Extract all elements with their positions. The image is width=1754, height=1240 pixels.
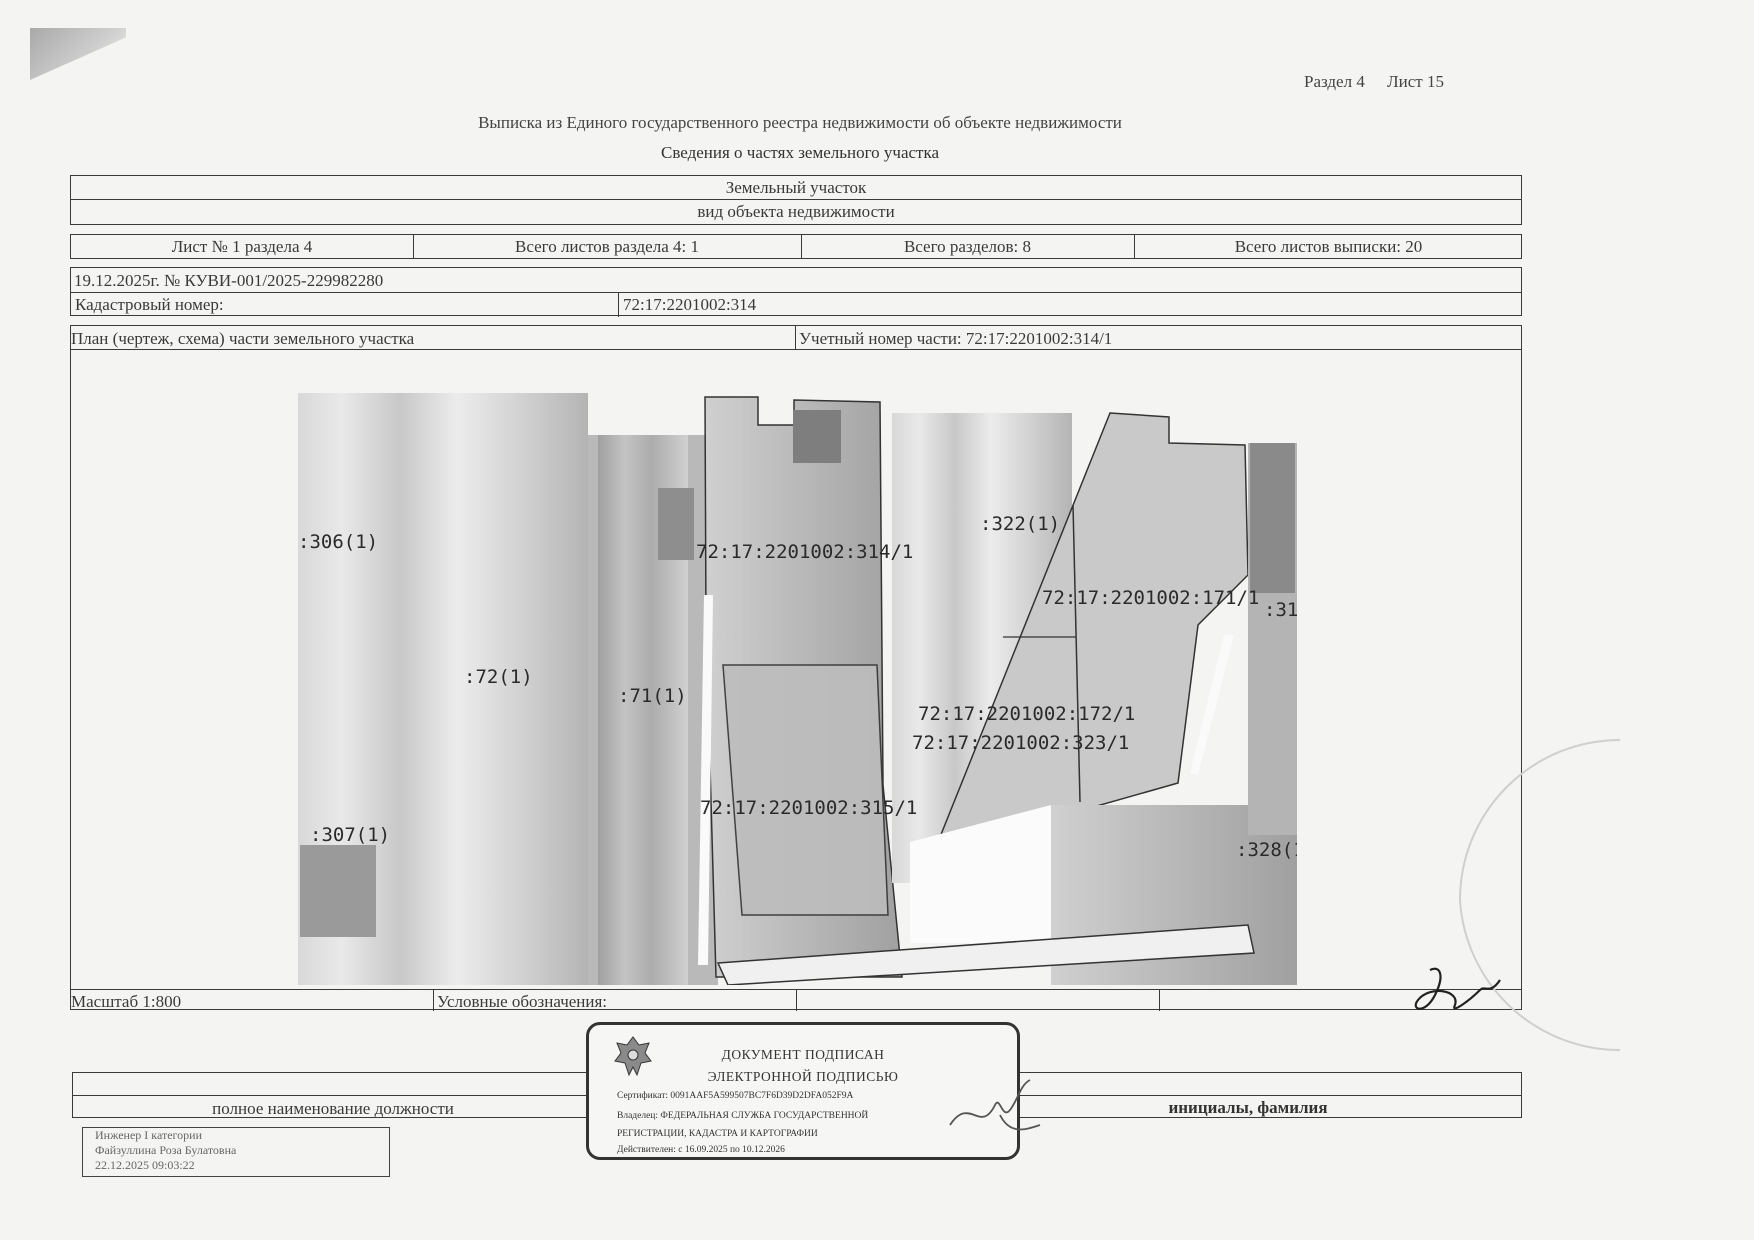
- map-label: :72(1): [464, 666, 533, 688]
- map-label: :306(1): [298, 531, 379, 553]
- section-sheet-header: Раздел 4 Лист 15: [1304, 72, 1444, 92]
- map-building: [658, 488, 694, 560]
- map-building: [1250, 443, 1295, 593]
- scan-smudge: [30, 28, 126, 80]
- faded-seal-trace: [1458, 739, 1621, 1052]
- map-gap: [698, 595, 713, 965]
- map-label: 72:17:2201002:323/1: [912, 732, 1130, 754]
- map-label: :31: [1264, 599, 1297, 621]
- plan-label: План (чертеж, схема) части земельного уч…: [71, 329, 415, 348]
- signer-name: Файзуллина Роза Булатовна: [95, 1143, 237, 1157]
- total-sections: Всего разделов: 8: [903, 237, 1032, 256]
- document-info-box: 19.12.2025г. № КУВИ-001/2025-229982280 К…: [70, 267, 1522, 317]
- document-subtitle: Сведения о частях земельного участка: [660, 143, 940, 162]
- sheet-of-section: Лист № 1 раздела 4: [171, 237, 313, 256]
- part-number: Учетный номер части: 72:17:2201002:314/1: [799, 329, 1113, 348]
- map-label: 72:17:2201002:172/1: [918, 703, 1136, 725]
- total-section-sheets: Всего листов раздела 4: 1: [515, 237, 699, 256]
- scale-label: Масштаб 1:800: [71, 992, 182, 1011]
- sheet-label: Лист 15: [1387, 72, 1444, 91]
- handwritten-initials: [1414, 967, 1501, 1010]
- map-gap: [1190, 635, 1234, 775]
- object-type-box: Земельный участок вид объекта недвижимос…: [70, 175, 1522, 225]
- cadastral-map: :306(1) 72:17:2201002:314/1 :322(1) 72:1…: [298, 365, 1297, 985]
- map-label: :71(1): [618, 685, 687, 707]
- map-label: :307(1): [310, 824, 391, 846]
- signer-datetime: 22.12.2025 09:03:22: [95, 1158, 195, 1172]
- stamp-owner1: Владелец: ФЕДЕРАЛЬНАЯ СЛУЖБА ГОСУДАРСТВЕ…: [617, 1111, 869, 1121]
- e-signature-stamp: ДОКУМЕНТ ПОДПИСАН ЭЛЕКТРОННОЙ ПОДПИСЬЮ С…: [586, 1022, 1020, 1160]
- map-label: 72:17:2201002:171/1: [1042, 587, 1260, 609]
- map-label: :322(1): [980, 513, 1061, 535]
- emblem-icon: [614, 1036, 652, 1077]
- signer-block: Инженер I категории Файзуллина Роза Була…: [82, 1127, 390, 1177]
- name-caption: инициалы, фамилия: [1168, 1098, 1328, 1117]
- document-title: Выписка из Единого государственного реес…: [478, 113, 1122, 132]
- map-road-edge: [716, 924, 1255, 985]
- document-date-number: 19.12.2025г. № КУВИ-001/2025-229982280: [74, 271, 384, 290]
- signer-position: Инженер I категории: [95, 1128, 202, 1142]
- map-drawing: [298, 393, 1297, 985]
- map-building: [793, 410, 841, 463]
- legend-label: Условные обозначения:: [437, 992, 608, 1011]
- map-label: 72:17:2201002:314/1: [696, 541, 914, 563]
- sheet-info-row: Лист № 1 раздела 4 Всего листов раздела …: [70, 234, 1522, 259]
- stamp-owner2: РЕГИСТРАЦИИ, КАДАСТРА И КАРТОГРАФИИ: [617, 1129, 818, 1139]
- position-caption: полное наименование должности: [212, 1099, 454, 1118]
- map-road: [910, 805, 1051, 943]
- map-parcel-315: [722, 664, 889, 916]
- stamp-line1: ДОКУМЕНТ ПОДПИСАН: [721, 1047, 885, 1062]
- stamp-certificate: Сертификат: 0091AAF5A599507BC7F6D39D2DFA…: [617, 1091, 854, 1101]
- map-label: 72:17:2201002:315/1: [700, 797, 918, 819]
- map-boundary: [1072, 504, 1081, 803]
- stamp-line2: ЭЛЕКТРОННОЙ ПОДПИСЬЮ: [707, 1069, 899, 1084]
- cadastral-label: Кадастровый номер:: [75, 295, 224, 314]
- map-building: [300, 845, 376, 937]
- object-type-caption: вид объекта недвижимости: [697, 202, 895, 221]
- cadastral-value: 72:17:2201002:314: [623, 295, 757, 314]
- total-extract-sheets: Всего листов выписки: 20: [1234, 237, 1423, 256]
- plan-frame: План (чертеж, схема) части земельного уч…: [70, 325, 1522, 1011]
- stamp-validity: Действителен: с 16.09.2025 по 10.12.2026: [617, 1145, 785, 1155]
- section-label: Раздел 4: [1304, 72, 1365, 91]
- object-type: Земельный участок: [725, 178, 867, 197]
- map-label: :328(1: [1236, 839, 1297, 861]
- handwritten-signature: [949, 1079, 1041, 1131]
